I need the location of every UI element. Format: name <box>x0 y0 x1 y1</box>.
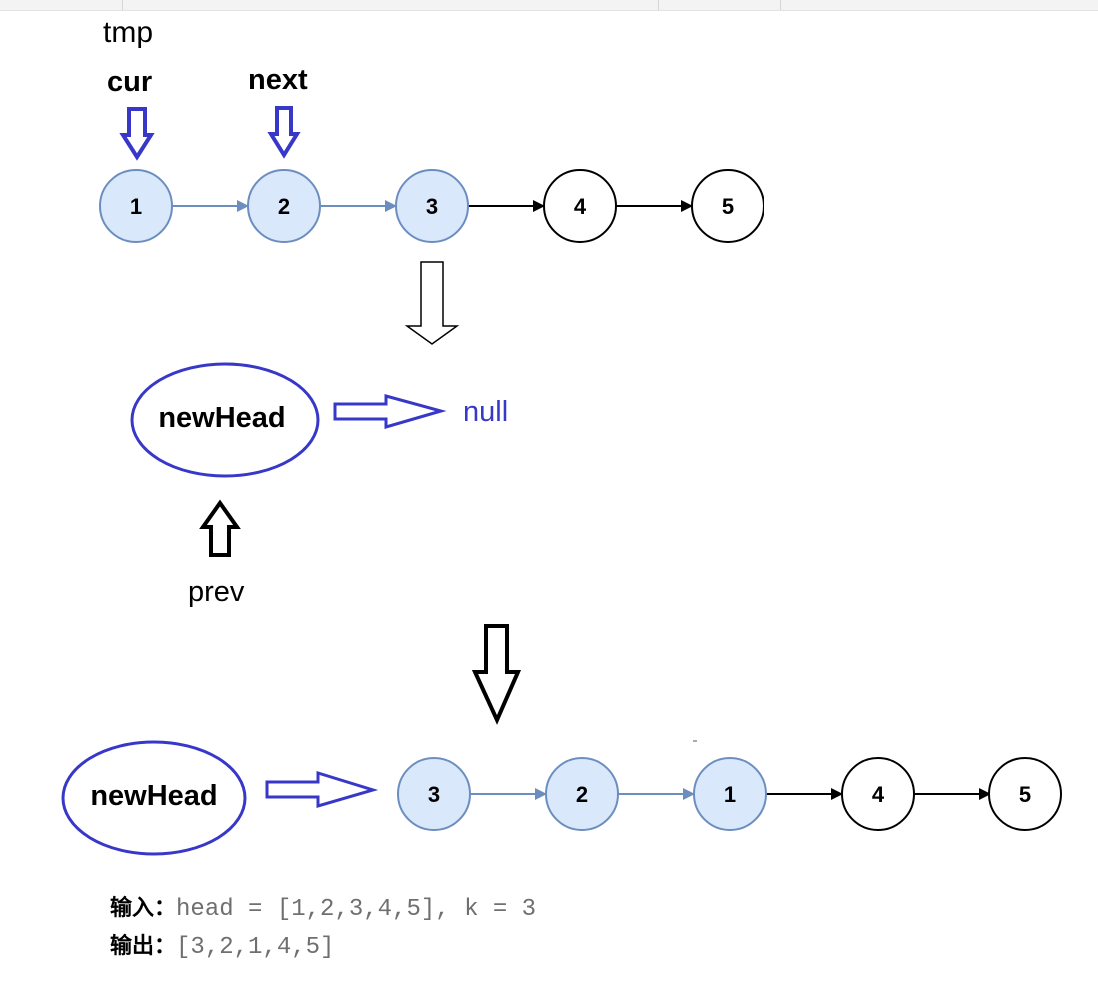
node-value: 1 <box>724 782 736 807</box>
node-value: 2 <box>278 194 290 219</box>
newhead-ellipse <box>130 362 320 478</box>
node-value: 4 <box>872 782 885 807</box>
cur-pointer-arrow <box>119 107 155 161</box>
node-value: 5 <box>1019 782 1031 807</box>
list-node: 1 <box>99 169 173 243</box>
null-label: null <box>463 396 508 428</box>
node-value: 3 <box>428 782 440 807</box>
newhead-ellipse <box>61 740 247 856</box>
newhead-to-null-arrow <box>333 394 447 429</box>
list-node: 3 <box>397 757 471 831</box>
top-toolbar-strip <box>0 0 1098 11</box>
list-node: 4 <box>543 169 617 243</box>
next-label: next <box>248 64 308 96</box>
linked-list-reverse-diagram: tmp cur next 1 2 3 4 5 newHead null prev… <box>61 12 1062 856</box>
example-input-value: head = [1,2,3,4,5], k = 3 <box>176 896 537 923</box>
list-node: 5 <box>691 169 765 243</box>
newhead-to-list-arrow <box>265 770 379 808</box>
list-node: 5 <box>988 757 1062 831</box>
tmp-label: tmp <box>103 16 153 49</box>
list-node: 2 <box>247 169 321 243</box>
node-value: 5 <box>722 194 734 219</box>
newhead-label: newHead <box>90 780 217 812</box>
example-output-key: 输出： <box>110 934 177 959</box>
list-node: 1 <box>693 757 767 831</box>
list-node: 2 <box>545 757 619 831</box>
node-value: 1 <box>130 194 142 219</box>
list-node: 3 <box>395 169 469 243</box>
tmp-label-clip <box>170 12 200 52</box>
example-output-value: [3,2,1,4,5] <box>176 934 335 961</box>
step-down-arrow-bold <box>471 624 522 725</box>
example-block: 输入：head = [1,2,3,4,5], k = 3 输出：[3,2,1,4… <box>110 890 536 966</box>
list-node: 4 <box>841 757 915 831</box>
node-5-clip <box>764 160 784 252</box>
next-pointer-arrow <box>267 106 301 159</box>
prev-pointer-arrow <box>199 499 241 557</box>
prev-label: prev <box>188 576 245 608</box>
cur-label: cur <box>107 66 152 98</box>
step-down-arrow-outline <box>404 261 460 345</box>
node-value: 2 <box>576 782 588 807</box>
example-input-key: 输入： <box>110 896 177 921</box>
example-input-line: 输入：head = [1,2,3,4,5], k = 3 <box>110 890 536 928</box>
newhead-label: newHead <box>158 402 285 434</box>
node-value: 4 <box>574 194 587 219</box>
node-value: 3 <box>426 194 438 219</box>
example-output-line: 输出：[3,2,1,4,5] <box>110 928 536 966</box>
